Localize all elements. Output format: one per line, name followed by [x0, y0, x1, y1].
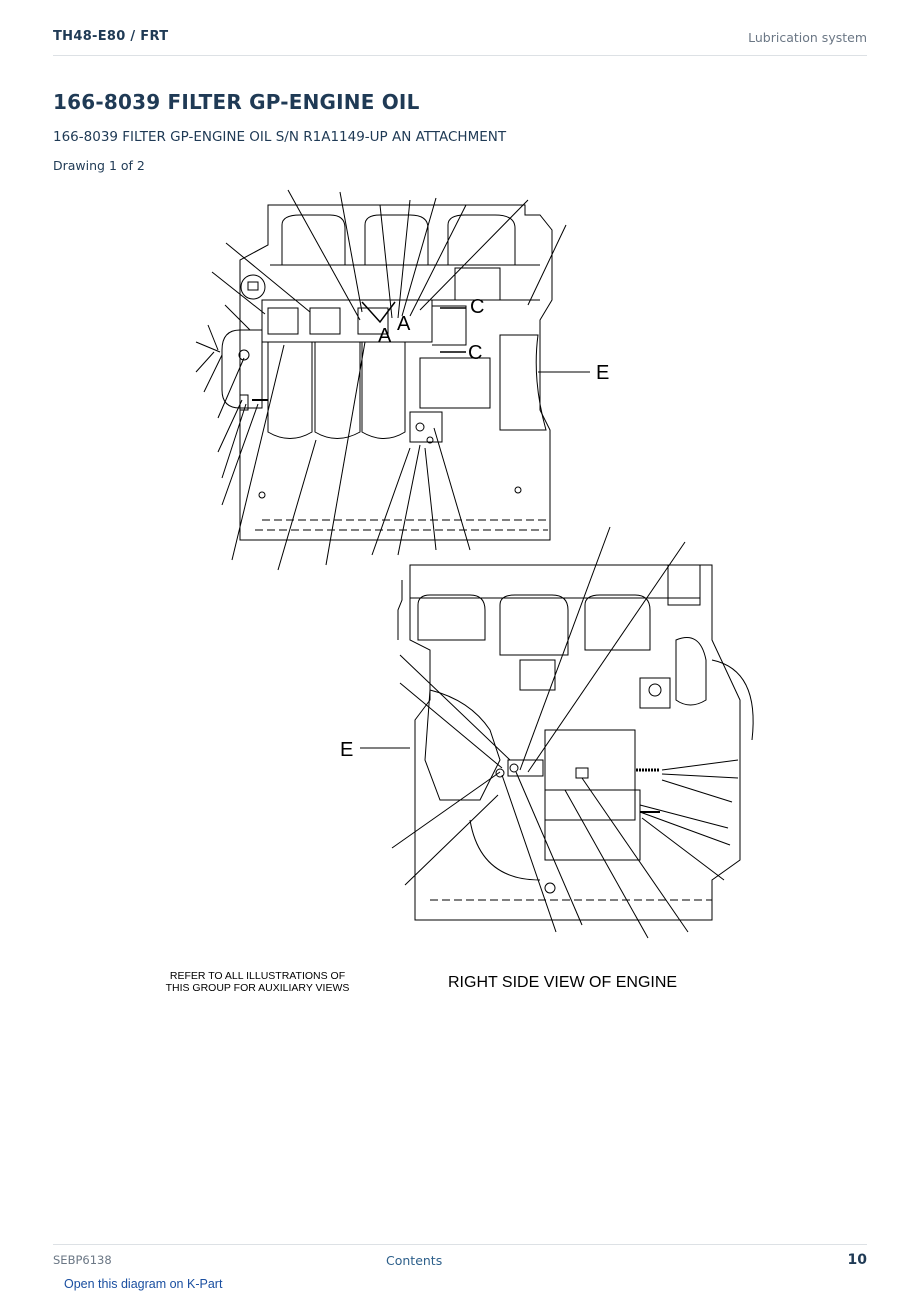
page-subtitle: 166-8039 FILTER GP-ENGINE OIL S/N R1A114…: [53, 129, 507, 145]
page-title: 166-8039 FILTER GP-ENGINE OIL: [53, 90, 420, 114]
top-engine-view: [221, 204, 553, 541]
document-number: SEBP6138: [53, 1253, 112, 1267]
section-name: Lubrication system: [748, 30, 867, 45]
top-view-callouts: A A C C E: [378, 296, 609, 384]
open-kpart-link[interactable]: Open this diagram on K-Part: [64, 1277, 223, 1291]
bottom-view-leader-lines: [360, 526, 739, 939]
auxiliary-views-note: REFER TO ALL ILLUSTRATIONS OF THIS GROUP…: [165, 970, 350, 994]
callout-a-upper: A: [397, 313, 411, 335]
document-code: TH48-E80 / FRT: [53, 29, 169, 44]
callout-a-lower: A: [378, 325, 392, 347]
bottom-view-callouts: E: [340, 739, 353, 761]
view-caption: RIGHT SIDE VIEW OF ENGINE: [448, 974, 678, 991]
callout-c-upper: C: [470, 296, 484, 318]
page-number: 10: [847, 1252, 867, 1268]
drawing-label: Drawing 1 of 2: [53, 158, 145, 173]
contents-link[interactable]: Contents: [386, 1253, 443, 1268]
callout-c-lower: C: [468, 342, 482, 364]
callout-e-top: E: [596, 362, 609, 384]
footer-divider: [53, 1244, 867, 1245]
bottom-engine-view: [397, 564, 754, 921]
header-divider: [53, 55, 867, 56]
top-view-leader-lines: [195, 189, 590, 571]
engine-oil-filter-diagram: A A C C E: [195, 189, 754, 939]
callout-e-bottom: E: [340, 739, 353, 761]
